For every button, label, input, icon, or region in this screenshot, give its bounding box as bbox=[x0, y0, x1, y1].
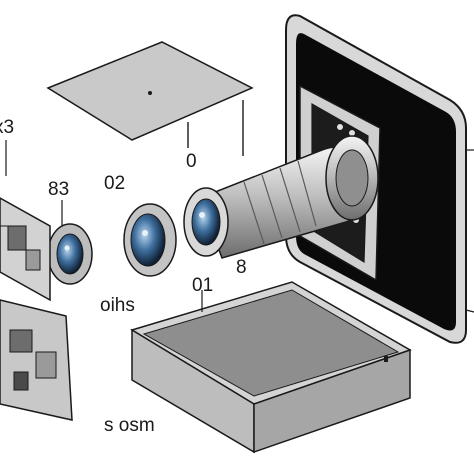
label-lens-mid: 02 bbox=[104, 173, 126, 194]
label-tray-caption: s osm bbox=[104, 415, 155, 436]
top-plate bbox=[46, 41, 254, 156]
label-tube: 8 bbox=[236, 257, 247, 278]
label-plate: 0 bbox=[186, 151, 197, 172]
tray bbox=[130, 281, 412, 454]
lens-element-mid bbox=[123, 203, 177, 277]
lens-element-small bbox=[47, 200, 93, 285]
label-lens-caption: oihs bbox=[100, 295, 135, 316]
label-tray-top: 01 bbox=[192, 275, 214, 296]
lens-barrel bbox=[183, 135, 379, 259]
label-edge-left: x3 bbox=[0, 117, 15, 138]
circuit-board bbox=[0, 140, 73, 421]
label-lens-small: 83 bbox=[48, 179, 70, 200]
